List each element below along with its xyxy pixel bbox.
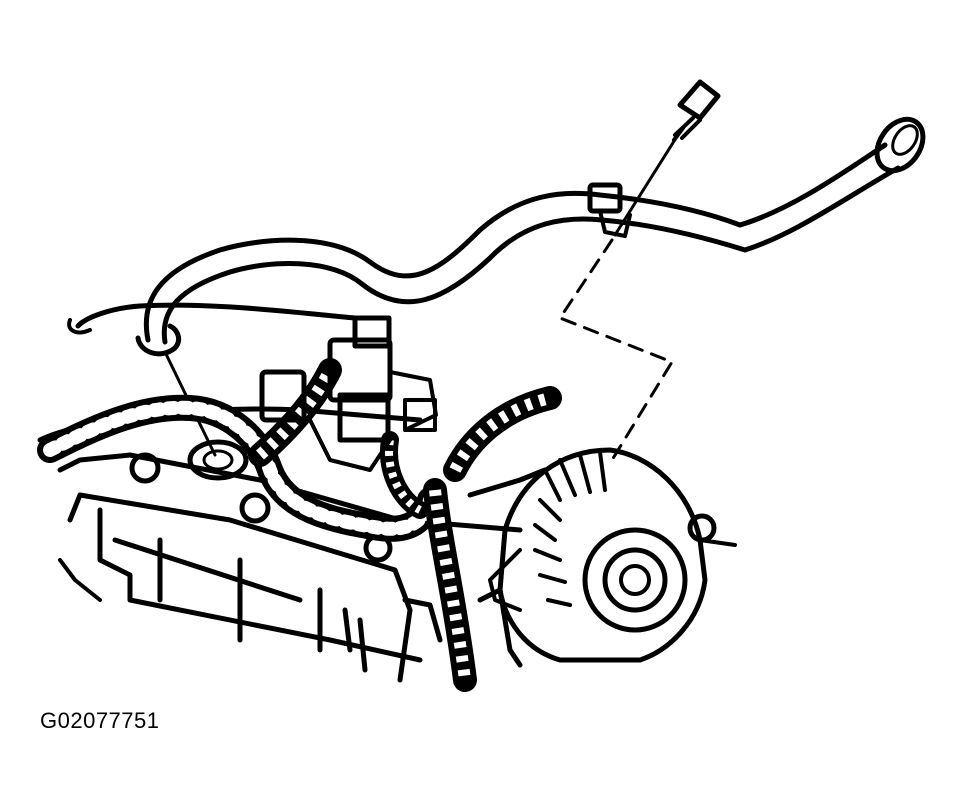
leader-line: [558, 238, 674, 462]
alternator: [488, 447, 737, 663]
bolt: [613, 79, 721, 237]
dipstick-handle: [67, 302, 358, 335]
grommet: [187, 439, 249, 481]
coil-assembly: [259, 315, 438, 472]
engine-block-lower: [402, 467, 548, 668]
dipstick-tube: [135, 116, 926, 357]
figure-id-label: G02077751: [40, 708, 160, 733]
wiring-harness: [37, 358, 562, 692]
